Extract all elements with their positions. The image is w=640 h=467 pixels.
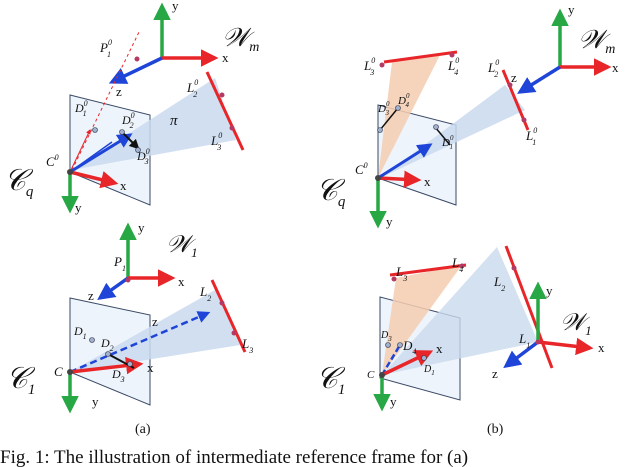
c1-symbol-a: 𝒞1	[6, 362, 36, 398]
cq-y-label: y	[75, 200, 82, 215]
d3-label-a-bottom: D3	[111, 367, 125, 384]
w1-y-label-b: y	[546, 283, 553, 298]
point-p1	[134, 56, 140, 62]
wm-x-label: x	[222, 50, 229, 65]
d3-label-b-bottom: D3	[380, 330, 392, 343]
l1-label-b-bottom: L1	[518, 331, 530, 350]
p1-label-a-bottom: P1	[113, 254, 126, 273]
wm-x-label-b: x	[612, 60, 619, 75]
l2-label-a-bottom: L2	[199, 284, 211, 303]
panel-b-label: (b)	[487, 422, 504, 437]
panel-a-bottom: y x z 𝒲1 P1 D1 D2 D3 L2 L3 C x y z 𝒞1	[6, 220, 253, 414]
wm-y-label-b: y	[568, 2, 575, 17]
panel-a-label: (a)	[135, 422, 151, 437]
wm-symbol-b: 𝒲m	[578, 25, 615, 57]
c1-y-label-a: y	[92, 394, 99, 409]
c0-label-b: C0	[355, 161, 368, 177]
w1-x-label-a: x	[178, 274, 185, 289]
w1-symbol-b: 𝒲1	[560, 310, 592, 338]
w1-z-label-b: z	[492, 366, 498, 381]
line-l-a-top	[205, 71, 245, 151]
c1-x-label-b: x	[436, 341, 443, 356]
cq-symbol: 𝒞q	[4, 164, 34, 200]
c1-z-label-a: z	[152, 314, 158, 329]
d1-label-b-bottom: D1	[423, 364, 435, 377]
figure-caption: Fig. 1: The illustration of intermediate…	[0, 448, 469, 467]
cq-symbol-b: 𝒞q	[316, 174, 346, 210]
c0-label-a: C0	[46, 153, 59, 169]
d4-label-b-bottom: D4	[402, 338, 416, 356]
line-l-a-bottom	[210, 279, 247, 353]
c1-symbol-b: 𝒞1	[316, 362, 346, 398]
w1-z-label-a: z	[88, 288, 94, 303]
w1-y-label-a: y	[138, 220, 145, 235]
panel-b-bottom: L3 L4 L2 L1 D3 D4 D1 C x y x y z 𝒲1 𝒞1	[316, 245, 605, 412]
cq-x-label: x	[120, 178, 127, 193]
d2-label-a-bottom: D2	[100, 336, 114, 353]
l3-label-a-bottom: L3	[241, 336, 253, 355]
cq-y-label-b: y	[386, 214, 393, 229]
c1-x-label-a: x	[147, 360, 154, 375]
w1-x-label-b: x	[598, 340, 605, 355]
world-frame-wm-a: y x z 𝒲m	[108, 0, 259, 99]
c1-y-label-b: y	[390, 394, 397, 409]
wm-z-label: z	[116, 84, 122, 99]
ray-p1	[71, 29, 141, 171]
d1-label-a-bottom: D1	[73, 324, 87, 341]
cq-x-label-b: x	[424, 174, 431, 189]
wm-symbol: 𝒲m	[222, 23, 259, 55]
c-label-b-bottom: C	[367, 369, 375, 381]
wm-y-label: y	[172, 0, 179, 13]
w1-symbol-a: 𝒲1	[166, 232, 198, 260]
c-label-a-bottom: C	[54, 364, 63, 379]
wm-z-label-b: z	[511, 70, 517, 85]
l4-label-b-bottom: L4	[451, 255, 463, 274]
plane-pi-label: π	[170, 113, 178, 129]
l2-label-b-bottom: L2	[493, 274, 505, 293]
l3-label-b-bottom: L3	[395, 264, 407, 283]
